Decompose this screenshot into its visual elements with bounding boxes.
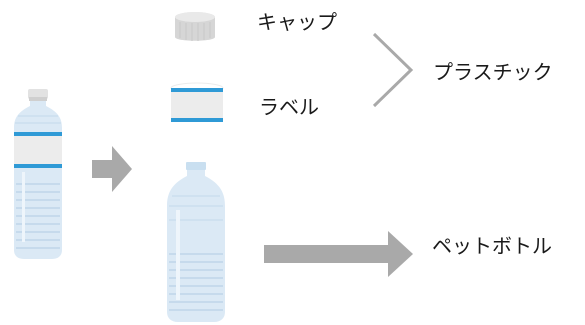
pet-bottle-icon <box>167 162 225 322</box>
bottle-cap-icon <box>175 12 215 41</box>
chevron-right-bracket-icon <box>372 32 414 108</box>
arrow-right-icon <box>92 146 132 192</box>
cap-label: キャップ <box>257 10 337 34</box>
plastic-label: プラスチック <box>433 60 553 84</box>
pet-bottle-with-label-icon <box>14 89 62 259</box>
bottle-label-icon <box>170 82 224 122</box>
pet-bottle-label: ペットボトル <box>432 234 552 258</box>
arrow-right-icon <box>264 231 413 277</box>
label-label: ラベル <box>259 95 319 119</box>
